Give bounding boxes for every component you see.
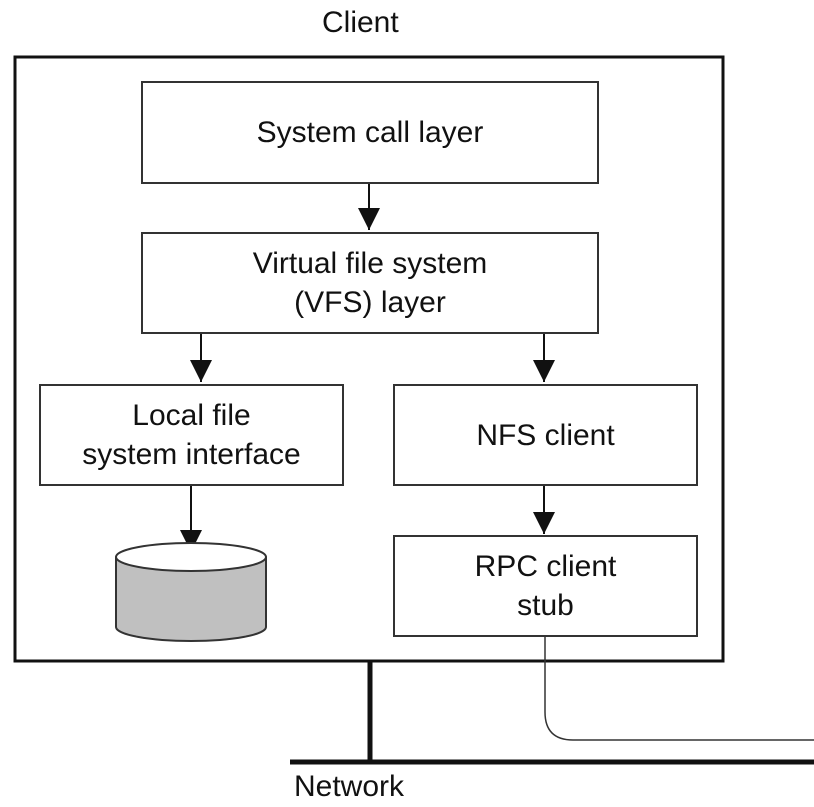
nfs-client-label: NFS client: [476, 418, 615, 452]
rpc-network-wire: [544, 637, 814, 741]
arrowhead-vfs-to-nfs: [533, 360, 555, 382]
local-fs-interface-box: Local file system interface: [39, 384, 344, 486]
client-label: Client: [322, 6, 399, 39]
disk-icon: [115, 542, 267, 642]
system-call-layer-label: System call layer: [256, 116, 484, 149]
disk-top: [115, 542, 267, 572]
arrowhead-vfs-to-local-fs: [190, 360, 212, 382]
arrowhead-local-fs-to-disk: [180, 530, 202, 552]
local-fs-label-line-1: Local file: [132, 399, 251, 432]
network-label: Network: [294, 770, 405, 803]
rpc-client-stub-box: RPC client stub: [393, 535, 698, 637]
arrowhead-syscall-to-vfs: [358, 208, 380, 230]
rpc-stub-label-line-1: RPC client: [474, 550, 617, 583]
nfs-client-box: NFS client: [393, 384, 698, 486]
vfs-layer-box: Virtual file system (VFS) layer: [141, 232, 599, 334]
disk-body: [115, 557, 267, 642]
vfs-layer-label-line-2: (VFS) layer: [294, 286, 446, 319]
vfs-layer-label-line-1: Virtual file system: [252, 247, 488, 280]
arrowhead-nfs-to-rpc: [533, 512, 555, 534]
rpc-stub-label-line-2: stub: [517, 589, 574, 622]
local-fs-label-line-2: system interface: [82, 438, 301, 471]
system-call-layer-box: System call layer: [141, 81, 599, 184]
